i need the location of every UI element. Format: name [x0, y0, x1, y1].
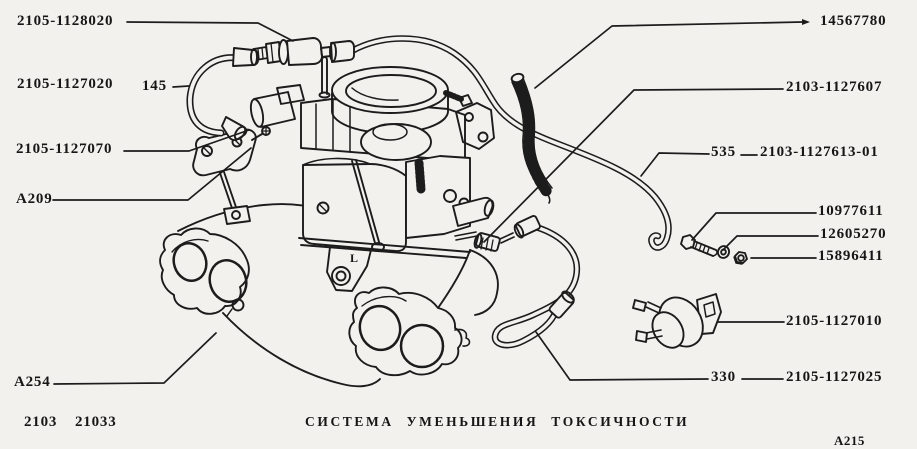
check-valve: [632, 293, 722, 349]
leader-12605270: [722, 235, 819, 251]
leader-arrowhead: [802, 19, 810, 25]
leader-2105-1128020: [126, 21, 294, 42]
part-number-label: 10977611: [818, 203, 884, 219]
leader-a254: [53, 332, 217, 385]
part-number-label: 2105-1127020: [17, 76, 114, 92]
leader-14567780: [534, 21, 803, 89]
model-code-label: 21033: [75, 414, 117, 430]
carburetor: [249, 56, 495, 259]
leader-2103-1127607: [483, 88, 784, 243]
leader-2105-1127020: [172, 85, 190, 88]
leader-lines: [52, 19, 819, 385]
casting-mark: L: [350, 251, 358, 265]
vacuum-hose-short: [186, 47, 259, 141]
leader-a209: [52, 147, 252, 201]
part-number-label: 2105-1128020: [17, 13, 114, 29]
nut: [733, 251, 748, 265]
part-number-label: A254: [14, 374, 51, 390]
leader-2103-1127613: [640, 152, 710, 177]
model-code-label: 2103: [24, 414, 58, 430]
part-number-label: 12605270: [820, 226, 887, 242]
part-number-label: 2103-1127607: [786, 79, 883, 95]
vacuum-hose-long: [329, 35, 672, 251]
intake-manifold: [159, 203, 499, 388]
leader-10977611: [691, 212, 817, 241]
part-number-label: 2105-1127010: [786, 313, 883, 329]
diagram-title: СИСТЕМА УМЕНЬШЕНИЯ ТОКСИЧНОСТИ: [305, 414, 690, 429]
leader-2105-1127070: [123, 129, 250, 152]
hose-length-label: 535: [711, 144, 736, 160]
part-number-label: A209: [16, 191, 53, 207]
part-number-label: 2103-1127613-01: [760, 144, 879, 160]
part-number-label: 2105-1127070: [16, 141, 113, 157]
bolt: [680, 234, 718, 257]
hose-length-label: 330: [711, 369, 736, 385]
part-number-label: 15896411: [818, 248, 884, 264]
sheet-code-label: A215: [834, 433, 865, 448]
hose-length-label: 145: [142, 78, 167, 94]
gulp-valve: [192, 126, 271, 225]
vacuum-sensor: [253, 37, 332, 66]
part-number-label: 14567780: [820, 13, 887, 29]
corrugated-hose: [510, 72, 553, 204]
part-number-label: 2105-1127025: [786, 369, 883, 385]
leader-2105-1127025: [535, 331, 709, 381]
washer: [716, 245, 731, 259]
loop-hose: [491, 215, 581, 349]
